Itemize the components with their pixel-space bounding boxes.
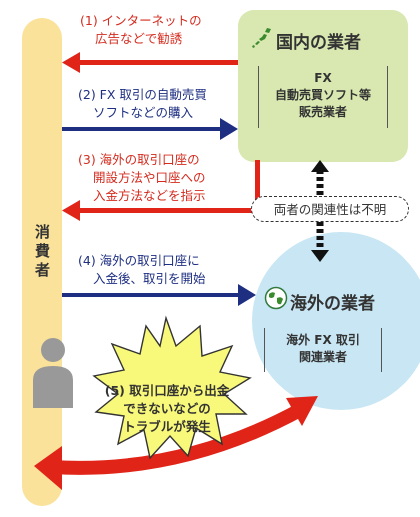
overseas-vendor-title: 海外の業者 <box>290 294 375 314</box>
step3-text: (3) 海外の取引口座の 開設方法や口座への 入金方法などを指示 <box>78 151 206 205</box>
step5-line: (5) 取引口座から出金 <box>104 383 230 398</box>
domestic-vendor-details: FX 自動売買ソフト等 販売業者 <box>258 66 388 128</box>
step2-line: (2) FX 取引の自動売買 <box>78 87 207 102</box>
japan-map-icon <box>252 28 271 48</box>
step2-arrow <box>62 118 238 140</box>
consumer-bar <box>22 18 62 506</box>
domestic-detail-line: FX <box>314 71 332 85</box>
step1-text: (1) インターネットの 広告などで勧誘 <box>80 12 202 48</box>
step3-arrow <box>62 160 260 221</box>
step4-line: (4) 海外の取引口座に <box>78 253 200 268</box>
step1-line: 広告などで勧誘 <box>95 31 183 46</box>
step1-line: (1) インターネットの <box>80 13 202 28</box>
step1-arrow <box>62 52 238 73</box>
domestic-vendor-title: 国内の業者 <box>276 33 361 53</box>
step3-line: (3) 海外の取引口座の <box>78 152 200 167</box>
step5-text: (5) 取引口座から出金 できないなどの トラブルが発生 <box>92 382 242 436</box>
step2-text: (2) FX 取引の自動売買 ソフトなどの購入 <box>78 86 207 122</box>
relation-connector <box>311 160 329 262</box>
step4-text: (4) 海外の取引口座に 入金後、取引を開始 <box>78 252 206 288</box>
step2-line: ソフトなどの購入 <box>93 105 194 120</box>
step5-line: トラブルが発生 <box>123 419 211 434</box>
step3-line: 入金方法などを指示 <box>93 188 206 203</box>
step4-arrow <box>62 284 256 306</box>
consumer-label: 消費者 <box>33 224 51 281</box>
person-icon <box>33 338 73 408</box>
step5-arrow <box>34 396 318 490</box>
trouble-burst <box>92 315 252 460</box>
domestic-detail-line: 販売業者 <box>298 105 347 119</box>
globe-icon <box>264 286 288 310</box>
step4-line: 入金後、取引を開始 <box>93 271 206 286</box>
step5-line: できないなどの <box>123 401 211 416</box>
step3-line: 開設方法や口座への <box>93 170 206 185</box>
overseas-vendor-circle <box>252 232 420 410</box>
overseas-vendor-details: 海外 FX 取引 関連業者 <box>264 328 382 372</box>
overseas-detail-line: 関連業者 <box>298 350 347 364</box>
overseas-detail-line: 海外 FX 取引 <box>286 333 360 347</box>
domestic-detail-line: 自動売買ソフト等 <box>274 88 371 102</box>
relation-unknown-label: 両者の関連性は不明 <box>251 196 409 222</box>
